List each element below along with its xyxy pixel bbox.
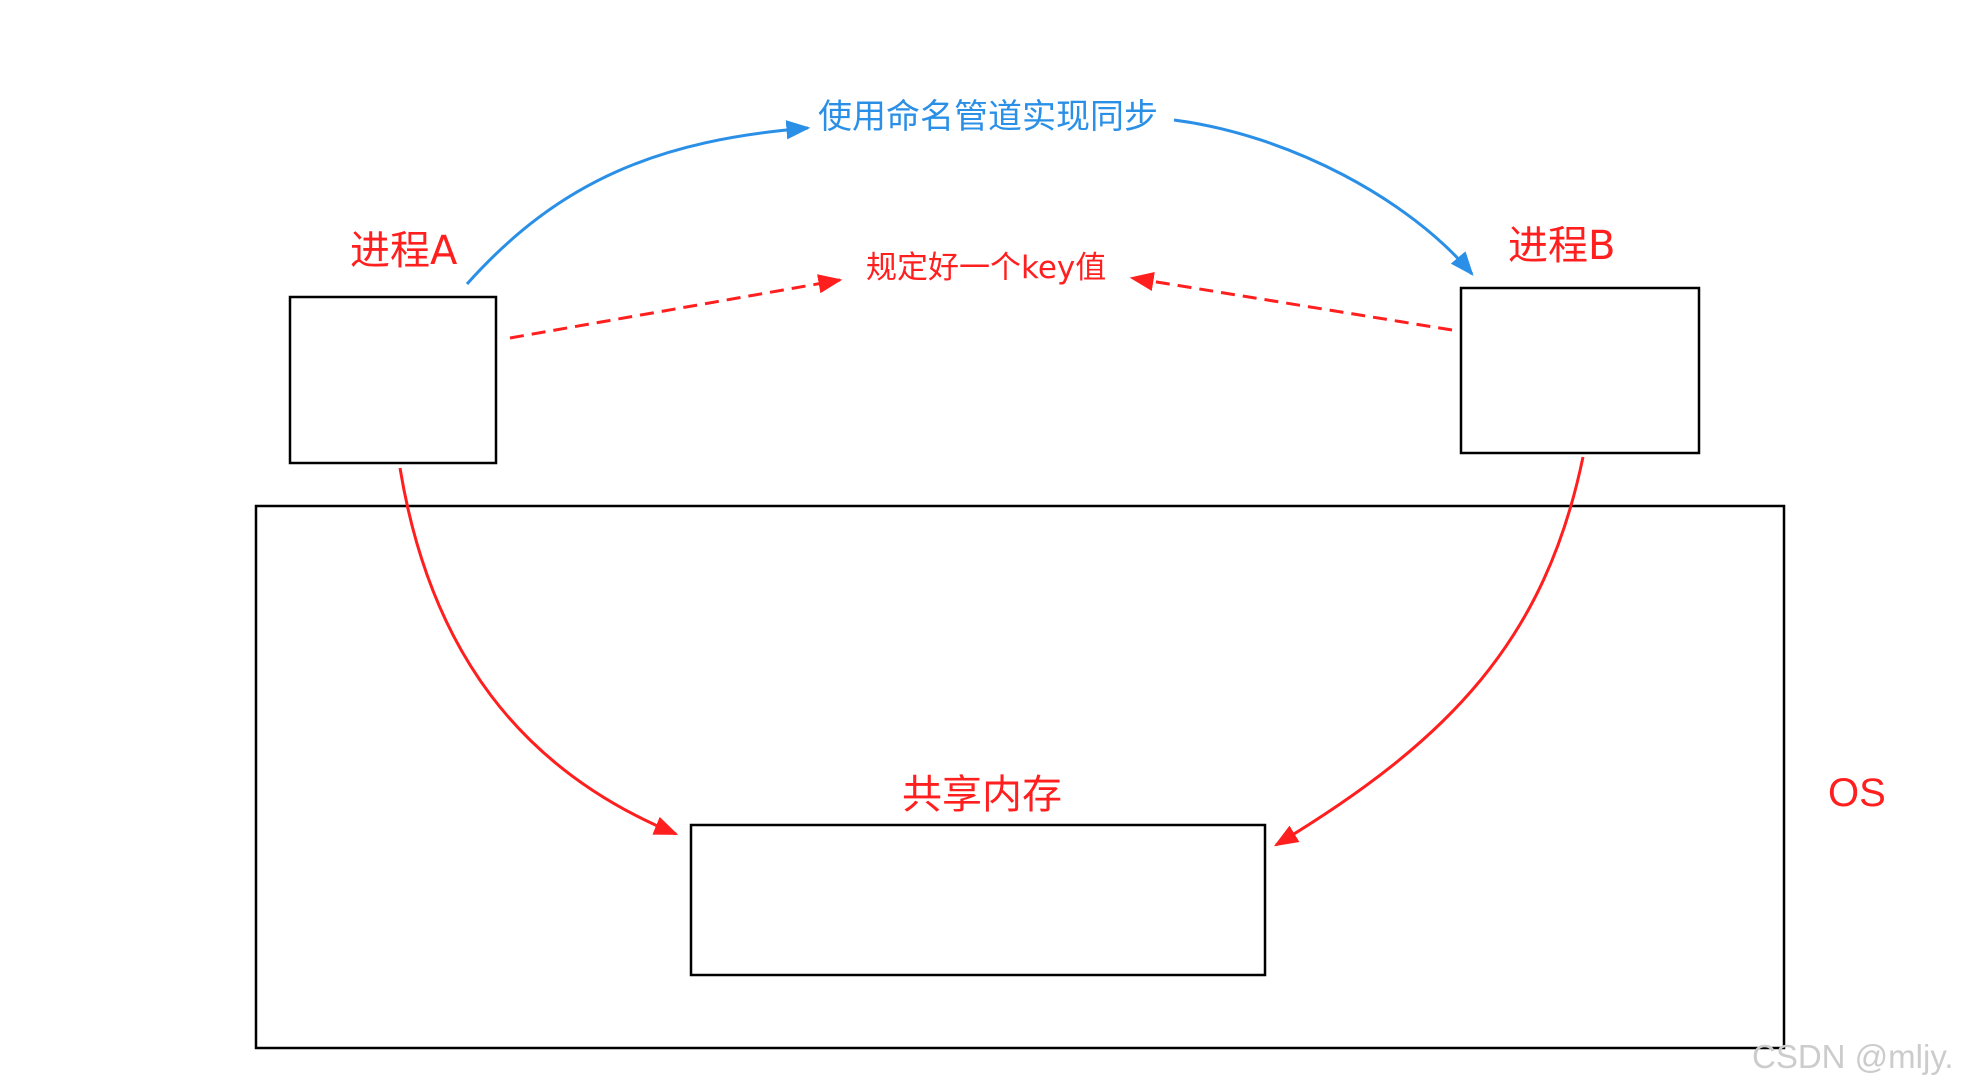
os-label: OS (1828, 771, 1886, 815)
process-b-label: 进程B (1508, 223, 1616, 269)
key-arrow-a (509, 274, 843, 340)
sync-label: 使用命名管道实现同步 (818, 97, 1158, 137)
shared-memory-box (689, 823, 1267, 977)
process-a-label: 进程A (350, 228, 458, 274)
watermark: CSDN @mljy. (1752, 1038, 1954, 1075)
process-a-box (288, 295, 498, 465)
sync-arrow-a (465, 120, 811, 286)
process-b-box (1459, 286, 1701, 455)
sync-arrow-b (1173, 118, 1474, 276)
shared-memory-label: 共享内存 (902, 772, 1062, 818)
key-label: 规定好一个key值 (866, 250, 1107, 286)
attach-arrow-a (398, 467, 679, 836)
attach-arrow-b (1273, 456, 1585, 847)
os-box (254, 504, 1786, 1050)
key-arrow-b (1129, 271, 1453, 332)
